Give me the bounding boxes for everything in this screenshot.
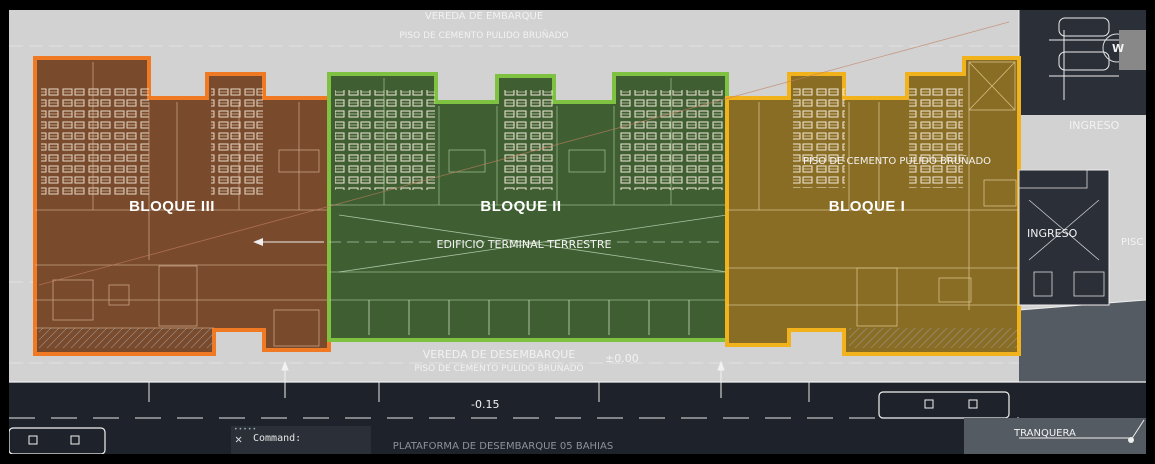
tranquera-text: TRANQUERA xyxy=(1013,428,1076,439)
block-iii-label: BLOQUE III xyxy=(129,198,215,215)
compass-w-text: W xyxy=(1112,42,1124,55)
direction-arrows xyxy=(281,360,725,398)
level-plus-text: ±0.00 xyxy=(605,352,639,365)
building-name-text: EDIFICIO TERMINAL TERRESTRE xyxy=(437,238,612,251)
grip-handle-icon[interactable]: ••••• xyxy=(234,426,258,433)
top-floor-text: PISO DE CEMENTO PULIDO BRUÑADO xyxy=(399,30,568,41)
reference-line xyxy=(38,21,1010,286)
block-i[interactable] xyxy=(725,56,1021,356)
ingreso-mid-text: INGRESO xyxy=(1027,227,1078,240)
entrance-building xyxy=(1018,169,1110,306)
platform-text: PLATAFORMA DE DESEMBARQUE 05 BAHIAS xyxy=(393,441,613,452)
road-platform xyxy=(9,381,1146,454)
top-title-text: VEREDA DE EMBARQUE xyxy=(425,11,543,22)
bottom-title-text: VEREDA DE DESEMBARQUE xyxy=(423,348,576,361)
close-icon[interactable]: ✕ xyxy=(235,432,243,446)
block-i-label: BLOQUE I xyxy=(829,198,906,215)
command-prompt-label: Command: xyxy=(253,433,302,444)
floor-plan-drawing: VEREDA DE EMBARQUE PISO DE CEMENTO PULID… xyxy=(9,10,1146,454)
ingreso-top-text: INGRESO xyxy=(1069,119,1120,132)
cad-drawing-canvas[interactable]: VEREDA DE EMBARQUE PISO DE CEMENTO PULID… xyxy=(9,10,1146,454)
bottom-floor-text: PISO DE CEMENTO PULIDO BRUÑADO xyxy=(414,363,583,374)
piso-edge-text: PISC xyxy=(1121,237,1143,248)
block-ii[interactable] xyxy=(327,72,729,342)
block-ii-label: BLOQUE II xyxy=(480,198,561,215)
level-minus-text: -0.15 xyxy=(471,398,499,411)
command-line-panel[interactable]: ••••• ✕ Command: xyxy=(231,426,371,454)
mid-floor-text: PISO DE CEMENTO PULIDO BRUÑADO xyxy=(803,154,991,167)
